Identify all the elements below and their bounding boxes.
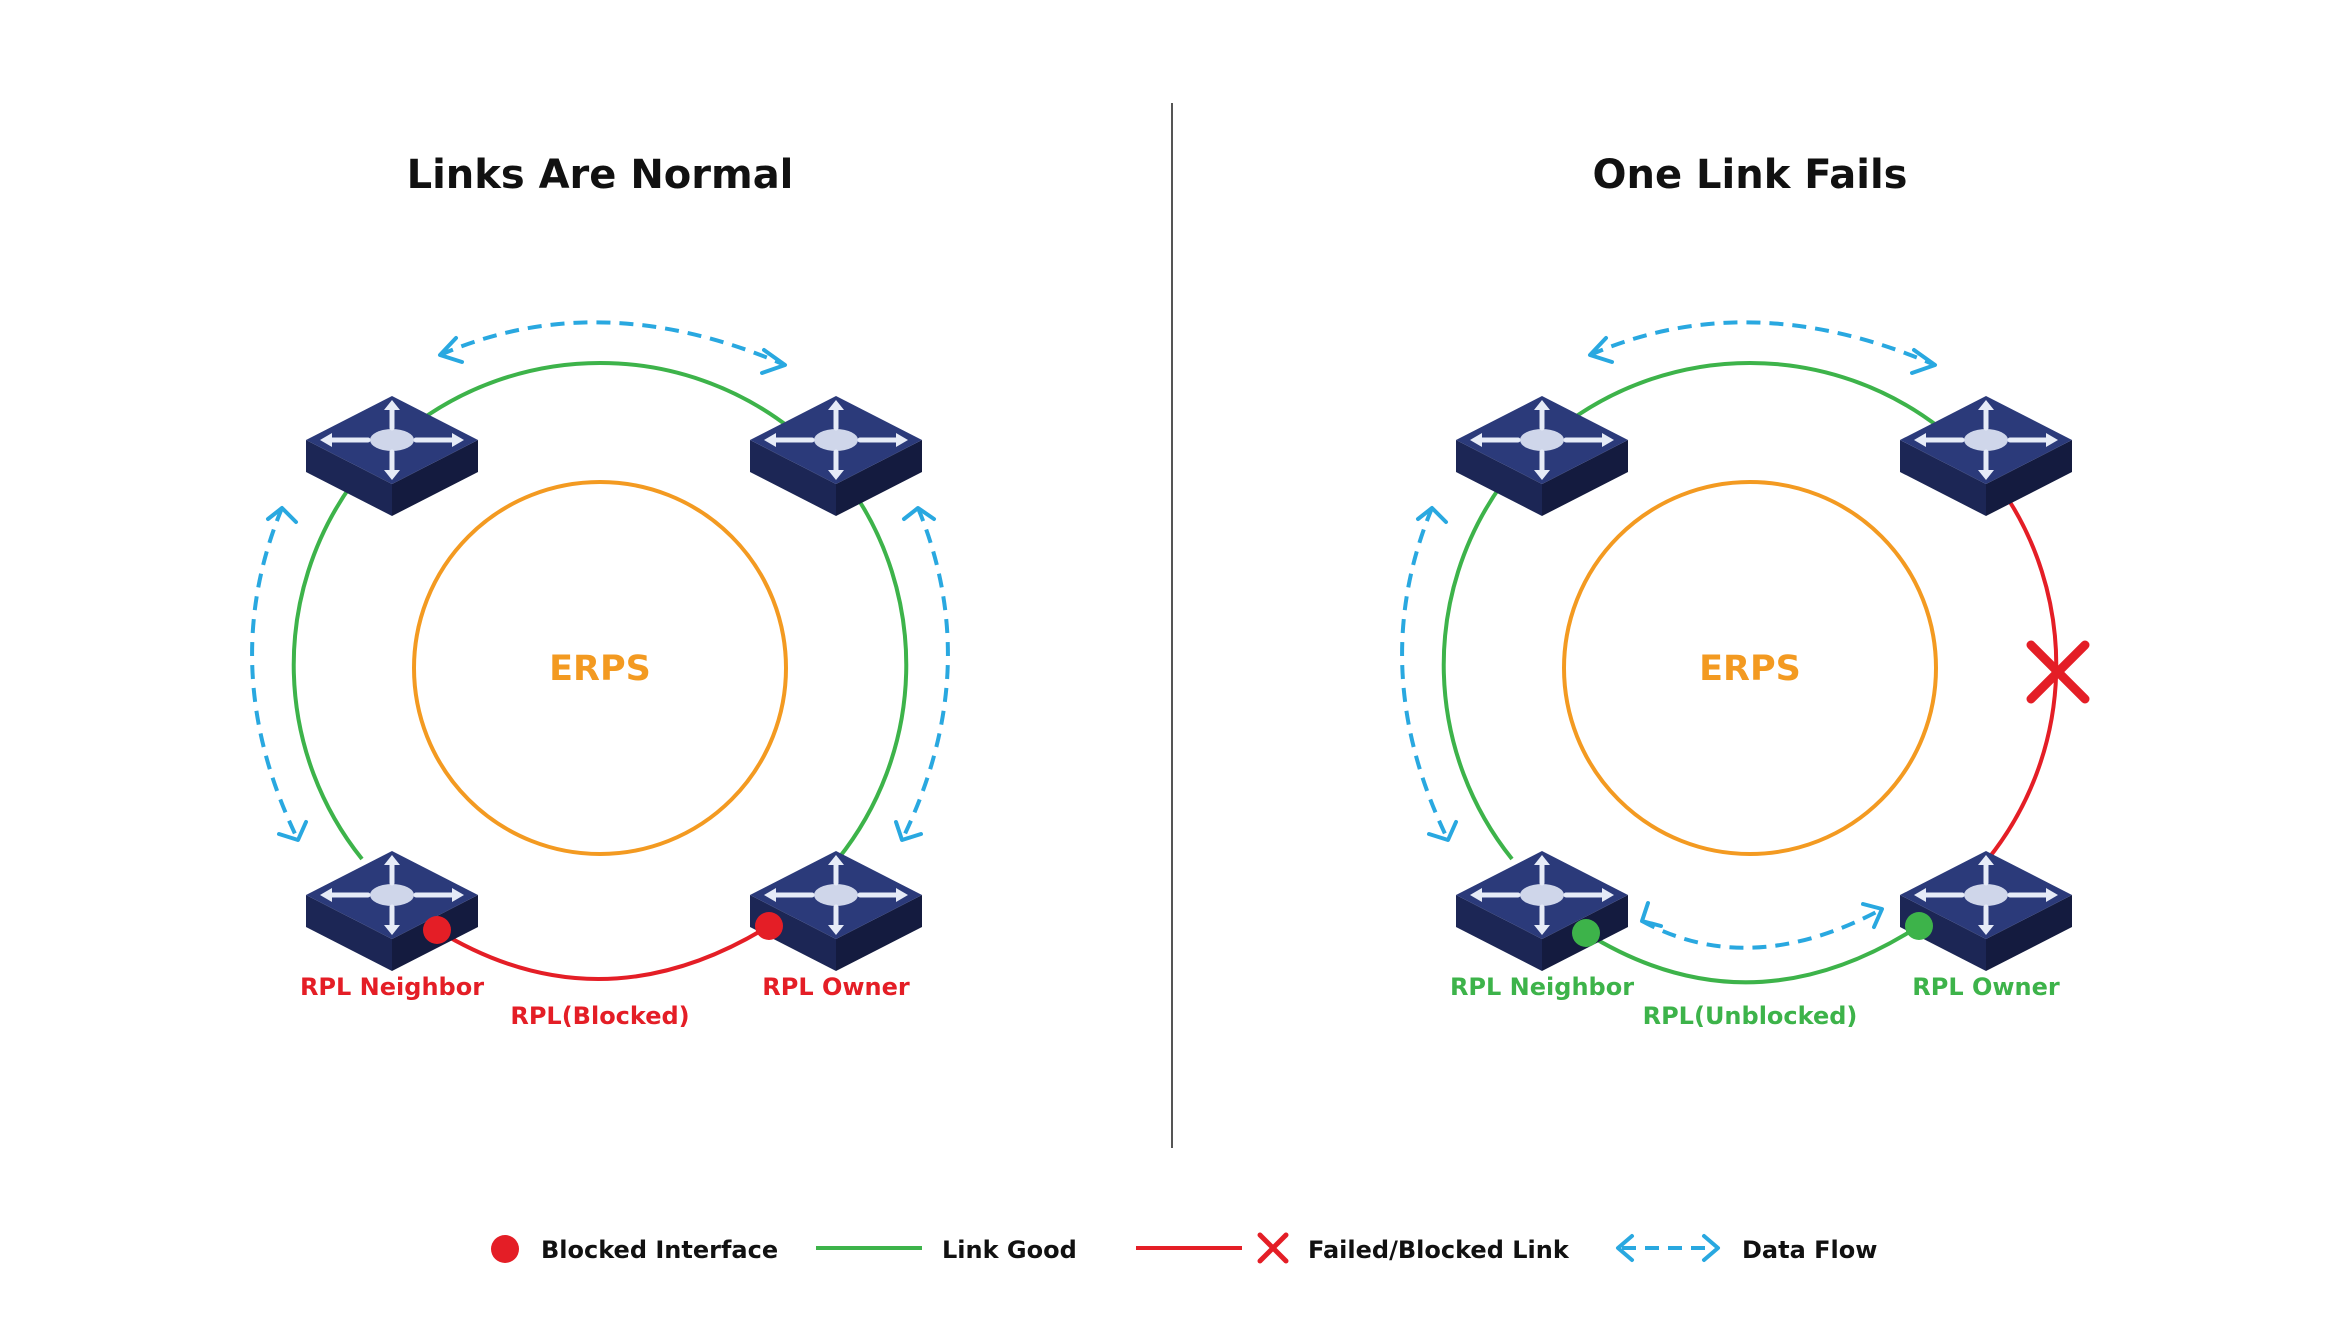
rpl-link-unblocked (1584, 924, 1921, 985)
legend-item-blocked-interface: Blocked Interface (491, 1235, 778, 1264)
legend-label: Link Good (942, 1236, 1077, 1264)
legend: Blocked Interface Link Good Failed/Block… (491, 1232, 1877, 1264)
erps-label: ERPS (1699, 649, 1801, 689)
rpl-owner-label: RPL Owner (1912, 973, 2060, 1001)
rpl-link-label: RPL(Blocked) (510, 1002, 689, 1030)
ring-link-right (836, 482, 909, 861)
erps-ring (1562, 480, 1938, 856)
unblocked-interface-dot-icon (1905, 912, 1933, 940)
network-switch-icon (1900, 396, 2072, 516)
rpl-owner-label: RPL Owner (762, 973, 910, 1001)
network-switch-icon (306, 851, 478, 971)
data-flow-arrows (250, 320, 950, 841)
rpl-neighbor-label: RPL Neighbor (300, 973, 484, 1001)
legend-item-data-flow: Data Flow (1616, 1234, 1877, 1264)
rpl-link-blocked (435, 924, 771, 981)
rpl-link-label: RPL(Unblocked) (1643, 1002, 1858, 1030)
ring-links (291, 360, 909, 861)
panel-title: One Link Fails (1593, 152, 1908, 198)
legend-label: Failed/Blocked Link (1308, 1236, 1570, 1264)
ring-link-top (1558, 360, 1942, 430)
network-switch-icon (750, 396, 922, 516)
ring-link-left (291, 482, 364, 861)
network-switch-icon (1456, 851, 1628, 971)
data-flow-arrow-icon (250, 507, 300, 841)
data-flow-arrow-icon (900, 507, 950, 841)
data-flow-arrowheads (1416, 336, 1937, 929)
legend-label: Data Flow (1742, 1236, 1877, 1264)
data-flow-arrows (1400, 320, 1936, 950)
data-flow-arrow-icon (439, 320, 786, 367)
failed-link-x-icon (1257, 1232, 1289, 1264)
blocked-interface-dot-icon (423, 916, 451, 944)
ring-link-left (1441, 482, 1514, 861)
blocked-interface-dot-icon (755, 912, 783, 940)
network-switch-icon (750, 851, 922, 971)
rpl-neighbor-label: RPL Neighbor (1450, 973, 1634, 1001)
ring-link-failed (1986, 482, 2059, 861)
unblocked-interface-dot-icon (1572, 919, 1600, 947)
blocked-interface-dot-icon (491, 1235, 519, 1263)
network-switch-icon (306, 396, 478, 516)
legend-label: Blocked Interface (541, 1236, 778, 1264)
panel-links-normal: Links Are Normal ERPS (250, 152, 950, 1030)
ring-links (1441, 360, 1942, 985)
legend-item-failed-link: Failed/Blocked Link (1136, 1232, 1570, 1264)
ring-link-top (408, 360, 792, 430)
legend-item-link-good: Link Good (816, 1236, 1077, 1264)
panel-title: Links Are Normal (407, 152, 794, 198)
data-flow-arrowheads (266, 336, 936, 842)
erps-ring (412, 480, 788, 856)
data-flow-arrow-icon (1641, 907, 1883, 950)
failed-link-x-icon (2026, 640, 2090, 704)
data-flow-arrow-icon (1400, 507, 1450, 841)
panel-one-link-fails: One Link Fails ERPS (1400, 152, 2090, 1030)
network-switch-icon (1456, 396, 1628, 516)
erps-label: ERPS (549, 649, 651, 689)
data-flow-arrow-icon (1589, 320, 1936, 367)
network-switch-icon (1900, 851, 2072, 971)
